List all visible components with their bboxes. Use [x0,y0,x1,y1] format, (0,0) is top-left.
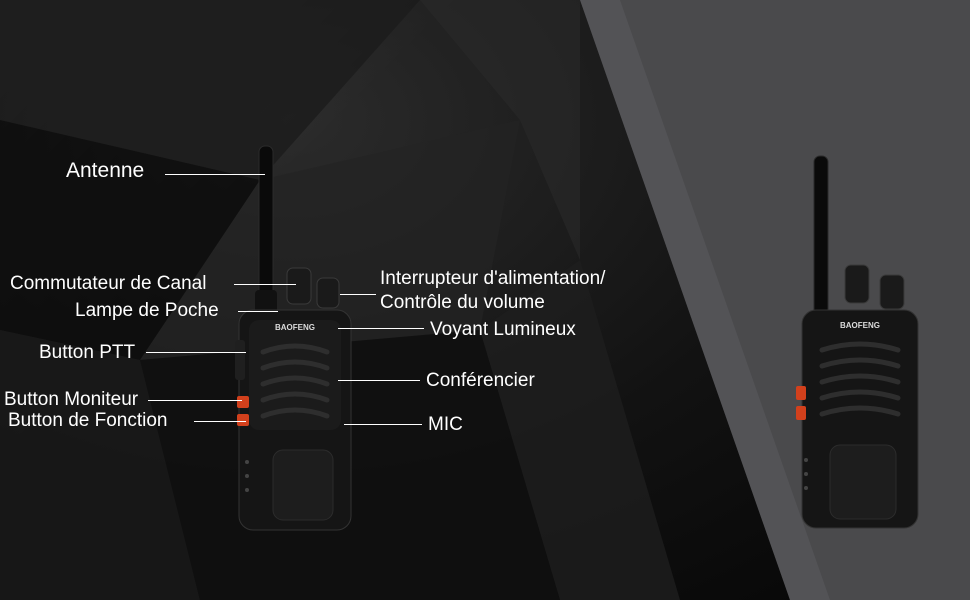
label-indicator: Voyant Lumineux [430,319,576,340]
label-antenna: Antenne [66,159,145,182]
label-monitor: Button Moniteur [4,389,139,410]
leader-line-channel [234,284,296,285]
leader-line-mic [344,424,422,425]
label-speaker: Conférencier [426,370,535,391]
brand-logo: BAOFENG [275,323,315,332]
leader-line-power [340,294,376,295]
leader-line-indicator [338,328,424,329]
brand-logo-2: BAOFENG [840,321,880,330]
walkie-talkie-front: BAOFENG [235,145,352,531]
label-mic: MIC [428,414,463,435]
label-channel-switch: Commutateur de Canal [10,273,207,294]
walkie-talkie-angled: BAOFENG [796,155,919,529]
label-ptt: Button PTT [39,342,136,363]
leader-line-monitor [148,400,242,401]
leader-line-ptt [146,352,246,353]
label-power-line1: Interrupteur d'alimentation/ [380,268,606,289]
label-flashlight: Lampe de Poche [75,300,219,321]
leader-line-function [194,421,246,422]
leader-line-speaker [338,380,420,381]
leader-line-flashlight [238,311,278,312]
label-function: Button de Fonction [8,410,168,431]
label-power-line2: Contrôle du volume [380,292,545,313]
leader-line-antenna [165,174,265,175]
